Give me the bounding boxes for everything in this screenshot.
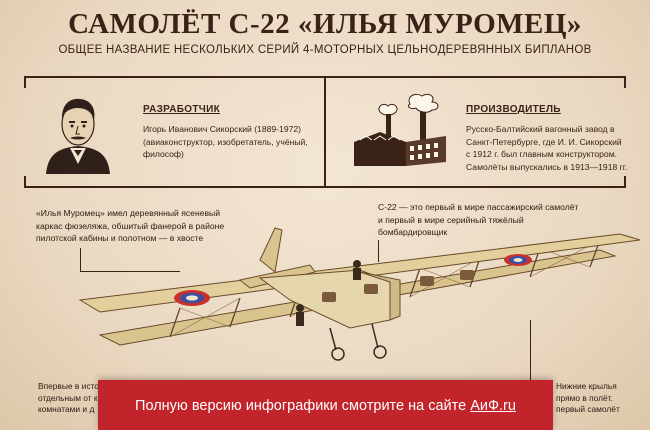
airplane-illustration	[78, 227, 641, 361]
roundel-right	[504, 254, 532, 266]
divider-center	[324, 76, 326, 186]
leader-line-first	[378, 240, 379, 262]
divider-right-edge	[624, 76, 626, 88]
note-line: «Илья Муромец» имел деревянный ясеневый	[36, 208, 221, 218]
note-line: каркас фюзеляжа, обшитый фанерой в район…	[36, 220, 225, 231]
note-line: комнатами и д	[38, 404, 95, 414]
divider-left-edge	[24, 76, 26, 88]
site-link[interactable]: АиФ.ru	[470, 398, 516, 414]
manufacturer-heading: ПРОИЗВОДИТЕЛЬ	[466, 104, 561, 115]
developer-heading: РАЗРАБОТЧИК	[143, 104, 220, 115]
leader-line-fuselage	[80, 248, 180, 272]
note-line: Впервые в исто	[38, 381, 99, 391]
note-line: прямо в полёт.	[556, 392, 613, 403]
page-subtitle: ОБЩЕЕ НАЗВАНИЕ НЕСКОЛЬКИХ СЕРИЙ 4-МОТОРН…	[58, 44, 592, 56]
manufacturer-line: с 1912 г. был главным конструктором.	[466, 149, 617, 159]
note-line: первый самолёт	[556, 404, 620, 414]
manufacturer-line: Санкт-Петербурге, где И. И. Сикорский	[466, 136, 622, 147]
manufacturer-line: Самолёты выпускались в 1913—1918 гг.	[466, 161, 628, 172]
note-line: С-22 — это первый в мире пассажирский са…	[378, 202, 579, 212]
developer-text: Игорь Иванович Сикорский (1889-1972) (ав…	[143, 123, 308, 161]
developer-line: философ)	[143, 149, 184, 159]
promo-banner-label: Полную версию инфографики смотрите на са…	[135, 398, 471, 414]
promo-banner[interactable]: Полную версию инфографики смотрите на са…	[98, 380, 553, 430]
leader-line-bottom	[530, 320, 531, 380]
divider-mid	[24, 186, 626, 188]
portrait-icon	[40, 92, 116, 174]
manufacturer-text: Русско-Балтийский вагонный завод в Санкт…	[466, 123, 627, 173]
page-title: САМОЛЁТ С-22 «ИЛЬЯ МУРОМЕЦ»	[68, 8, 582, 40]
promo-banner-text: Полную версию инфографики смотрите на са…	[98, 398, 553, 414]
note-first-in-world: С-22 — это первый в мире пассажирский са…	[378, 201, 578, 239]
note-bottom-left: Впервые в исто отдельным от к комнатами …	[38, 381, 99, 416]
manufacturer-line: Русско-Балтийский вагонный завод в	[466, 124, 615, 134]
divider-mid-right	[624, 176, 626, 188]
note-line: отдельным от к	[38, 392, 98, 403]
roundel-left	[174, 290, 210, 306]
note-fuselage: «Илья Муромец» имел деревянный ясеневый …	[36, 207, 224, 245]
note-line: пилотской кабины и полотном — в хвосте	[36, 233, 204, 243]
divider-mid-left	[24, 176, 26, 188]
note-line: и первый в мире серийный тяжёлый	[378, 214, 524, 225]
factory-icon	[350, 92, 450, 170]
note-bottom-right: Нижние крылья прямо в полёт. первый само…	[556, 381, 620, 416]
note-line: бомбардировщик	[378, 227, 448, 237]
developer-line: (авиаконструктор, изобретатель, учёный,	[143, 136, 308, 147]
note-line: Нижние крылья	[556, 381, 617, 391]
developer-line: Игорь Иванович Сикорский (1889-1972)	[143, 124, 302, 134]
